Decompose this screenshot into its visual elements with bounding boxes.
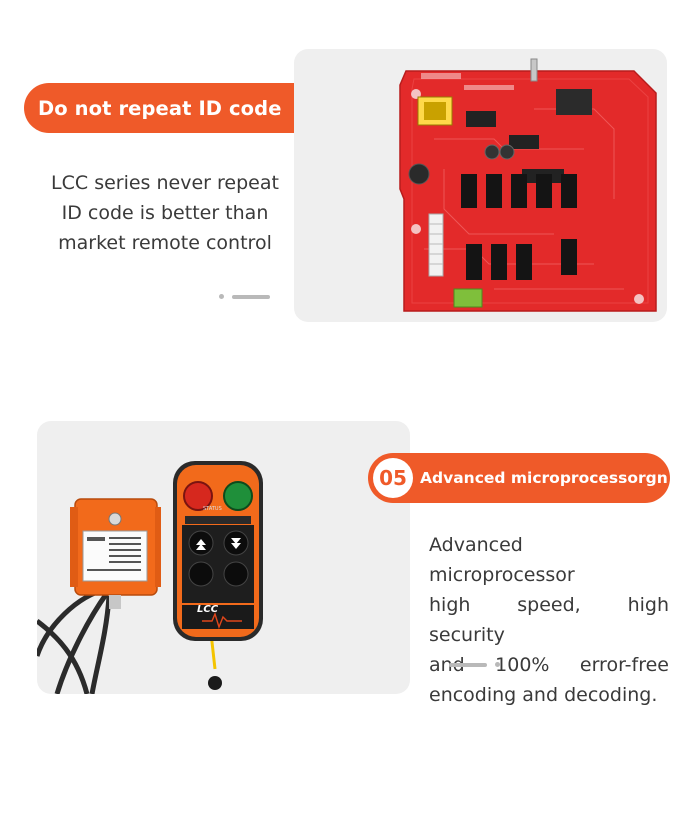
remote-brand-label: LCC — [197, 604, 219, 615]
feature-05-description-line: encoding and decoding. — [429, 684, 658, 706]
feature-04-description: LCC series never repeat ID code is bette… — [40, 168, 290, 258]
carousel-indicator — [219, 294, 270, 299]
feature-05-title-pill: 05 Advanced microprocessorgn — [368, 453, 670, 503]
feature-04-title: Do not repeat ID code — [38, 96, 282, 120]
remote-image-panel: LCC STATUS — [37, 421, 410, 694]
remote-status-label: STATUS — [203, 506, 222, 512]
pcb-board-image — [399, 58, 657, 312]
feature-05-title: Advanced microprocessorgn — [420, 469, 668, 487]
feature-05-number-badge: 05 — [373, 458, 413, 498]
indicator-dash — [449, 662, 487, 667]
feature-05-description: Advanced microprocessor high speed, high… — [429, 530, 669, 710]
indicator-dot — [495, 662, 500, 667]
feature-04-description-line: ID code is better than — [61, 202, 269, 224]
indicator-dash — [232, 294, 270, 299]
feature-04-description-line: LCC series never repeat — [51, 172, 279, 194]
indicator-dot — [219, 294, 224, 299]
pcb-image-panel — [294, 49, 667, 322]
feature-04-description-line: market remote control — [58, 232, 272, 254]
feature-05-description-line: high speed, high security — [429, 594, 669, 646]
carousel-indicator — [449, 662, 500, 667]
remote-control-image — [37, 461, 263, 694]
feature-05-description-line: Advanced microprocessor — [429, 534, 575, 586]
feature-05-description-line: and 100% error-free — [429, 654, 669, 676]
